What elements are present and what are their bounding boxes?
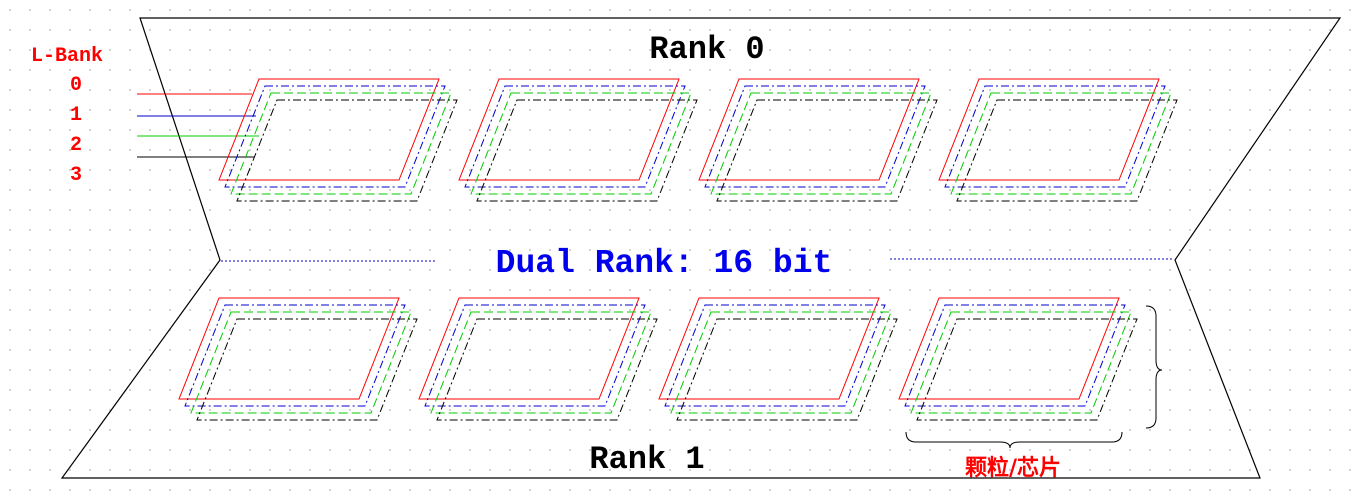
rank0-chip-2 [698,78,938,202]
rank1-chip-0-bank-0 [178,297,400,400]
rank0-chip-1 [458,78,698,202]
rank0-chip-0-bank-1 [224,85,446,188]
rank1-chip-3-bank-0 [898,297,1120,400]
rank0-chip-2-bank-3 [716,99,938,202]
legend-title: L-Bank [31,45,103,68]
chip-label: 颗粒/芯片 [965,455,1061,481]
rank0-chip-3-bank-1 [944,85,1166,188]
rank1-chip-3-bank-2 [910,311,1132,414]
horizontal-brace [905,431,1123,449]
legend-item-0: 0 [70,74,82,97]
rank0-chip-0 [218,78,458,202]
rank0-chip-2-bank-1 [704,85,926,188]
vertical-brace [1145,305,1163,429]
rank1-chip-0-bank-2 [190,311,412,414]
center-title: Dual Rank: 16 bit [496,245,833,282]
rank1-chip-3-bank-1 [904,304,1126,407]
legend-item-2: 2 [70,134,82,157]
rank1-chip-1-bank-2 [430,311,652,414]
rank0-chip-0-bank-2 [230,92,452,195]
rank1-chip-1-bank-0 [418,297,640,400]
rank0-chip-3 [938,78,1178,202]
rank1-chip-1-bank-1 [424,304,646,407]
rank0-chip-3-bank-0 [938,78,1160,181]
rank1-chip-3-bank-3 [916,318,1138,421]
rank1-title: Rank 1 [589,441,704,478]
rank0-title: Rank 0 [649,31,764,68]
rank0-chip-1-bank-1 [464,85,686,188]
rank1-chip-2 [658,297,898,421]
rank1-chip-0 [178,297,418,421]
rank1-chip-1 [418,297,658,421]
rank1-chip-2-bank-3 [676,318,898,421]
legend-item-1: 1 [70,104,82,127]
rank1-chip-0-bank-1 [184,304,406,407]
rank1-chip-2-bank-0 [658,297,880,400]
rank0-chip-1-bank-2 [470,92,692,195]
rank0-chip-0-bank-0 [218,78,440,181]
rank1-chip-2-bank-2 [670,311,892,414]
rank0-chip-0-bank-3 [236,99,458,202]
rank0-chip-3-bank-2 [950,92,1172,195]
rank0-chip-3-bank-3 [956,99,1178,202]
rank1-chip-1-bank-3 [436,318,658,421]
legend-item-3: 3 [70,164,82,187]
rank0-chip-2-bank-2 [710,92,932,195]
module-outline [60,17,1342,479]
chip-group [178,78,1178,421]
rank1-chip-3 [898,297,1138,421]
rank0-chip-1-bank-3 [476,99,698,202]
rank0-chip-1-bank-0 [458,78,680,181]
rank1-chip-2-bank-1 [664,304,886,407]
rank1-chip-0-bank-3 [196,318,418,421]
rank0-chip-2-bank-0 [698,78,920,181]
